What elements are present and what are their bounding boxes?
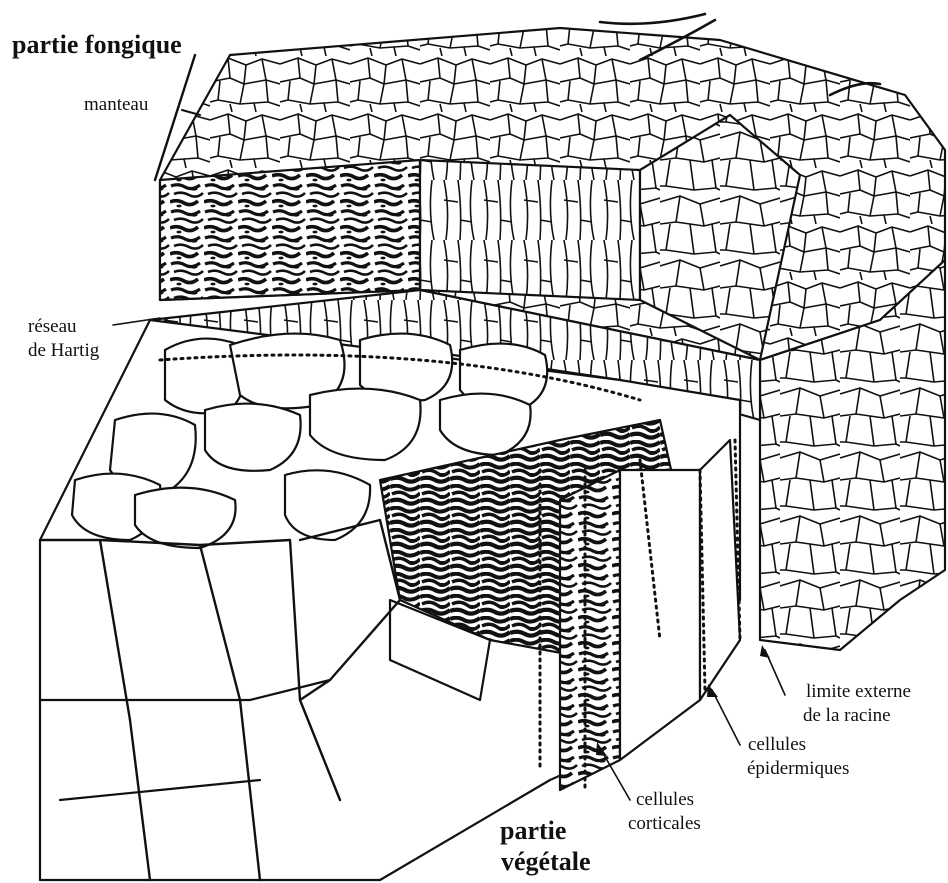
plant-part-label-line1: partie — [500, 816, 566, 846]
root-limit-label-line1: limite externe — [806, 681, 911, 703]
cortical-cells-label-line1: cellules — [636, 789, 694, 811]
epidermal-leader — [712, 690, 740, 745]
hartig-net-label-line1: réseau — [28, 316, 77, 338]
mantle-fiber-face — [420, 160, 640, 300]
hartig-net-label-line2: de Hartig — [28, 340, 99, 362]
root-limit-arrowhead — [760, 645, 770, 658]
mantle-label: manteau — [84, 94, 148, 116]
cortical-cell-6 — [205, 404, 301, 471]
mantle-cut-face — [160, 160, 420, 300]
epidermal-cell-column — [620, 470, 700, 760]
epidermal-cells-label-line1: cellules — [748, 734, 806, 756]
epidermal-arrowhead — [707, 684, 718, 697]
hypha-strand-1 — [600, 14, 705, 24]
plant-part-label-line2: végétale — [501, 847, 591, 877]
fungal-part-label: partie fongique — [12, 30, 182, 60]
epidermal-cells-label-line2: épidermiques — [747, 758, 849, 780]
cortical-cells-label-line2: corticales — [628, 813, 701, 835]
cortical-cell-10 — [135, 488, 236, 548]
root-limit-label-line2: de la racine — [803, 705, 891, 727]
cortical-cell-7 — [310, 389, 421, 460]
cortical-cells-column — [560, 470, 620, 790]
